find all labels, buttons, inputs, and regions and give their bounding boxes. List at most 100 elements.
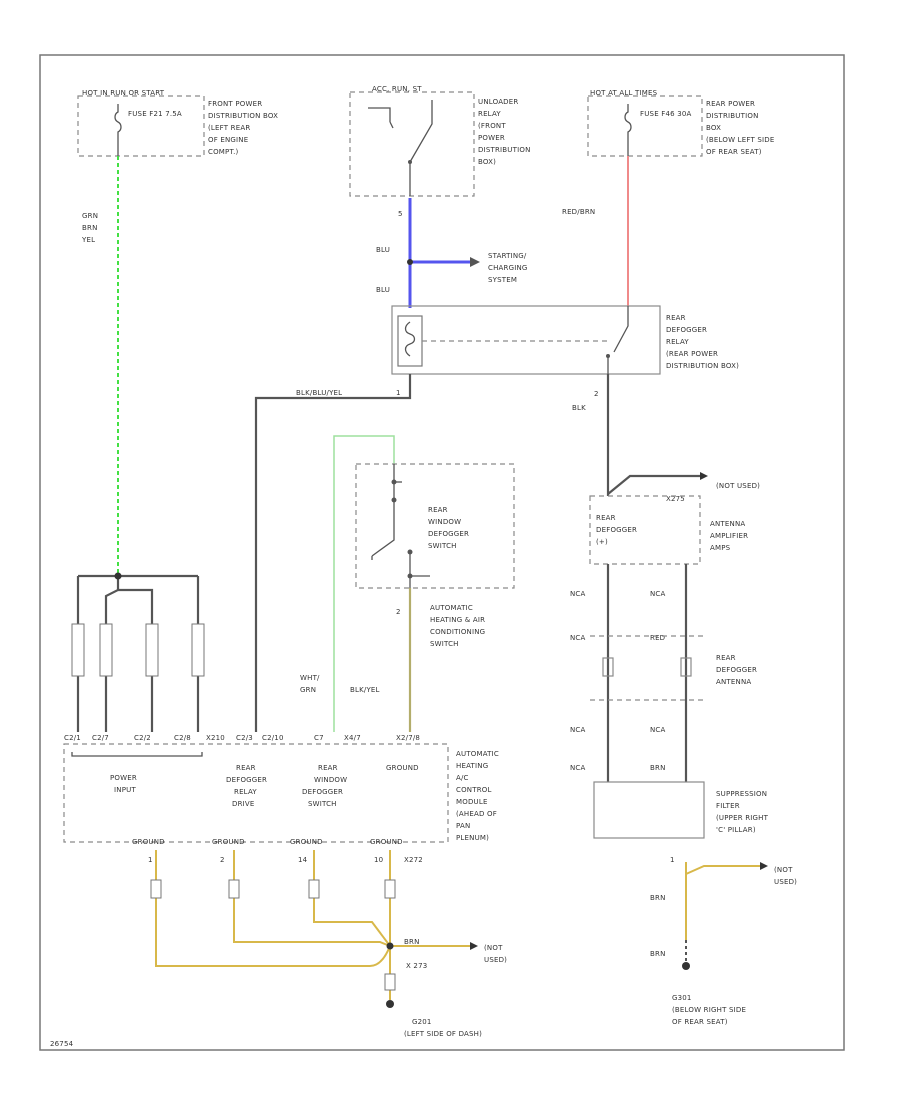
not-used-2-0: (NOT bbox=[484, 944, 503, 952]
nca-6: NCA bbox=[570, 764, 586, 772]
module-name-6: PAN bbox=[456, 822, 470, 830]
ground-wires bbox=[155, 850, 470, 1000]
auto-heating-2: CONDITIONING bbox=[430, 628, 485, 636]
brn-2: BRN bbox=[650, 894, 666, 902]
wire-red-brn: RED/BRN bbox=[562, 208, 595, 216]
auto-heating-1: HEATING & AIR bbox=[430, 616, 485, 624]
rear-relay-0: REAR bbox=[666, 314, 686, 322]
blk-blu-yel-wire bbox=[254, 374, 412, 732]
brn-not-used-branch bbox=[685, 865, 760, 875]
acc-relay-loc-2: (FRONT bbox=[478, 122, 506, 130]
pin-label-2: C2/2 bbox=[134, 734, 151, 742]
grounds-3: GROUND bbox=[370, 838, 403, 846]
module-relay-drive-0: REAR bbox=[236, 764, 256, 772]
nca-5: NCA bbox=[650, 726, 666, 734]
wire-blk: BLK bbox=[572, 404, 586, 412]
suppression-3: 'C' PILLAR) bbox=[716, 826, 756, 834]
antenna-resistor-right bbox=[680, 657, 692, 677]
wire-blu-1: BLU bbox=[376, 246, 390, 254]
fuse1-loc-1: DISTRIBUTION BOX bbox=[208, 112, 278, 120]
not-used-arrow-1 bbox=[700, 472, 708, 480]
pin-label-8: X4/7 bbox=[344, 734, 361, 742]
module-name-3: CONTROL bbox=[456, 786, 492, 794]
rear-defogger-antenna-2: ANTENNA bbox=[716, 678, 751, 686]
wht-grn-wire bbox=[333, 435, 395, 732]
pin-label-6: C2/10 bbox=[262, 734, 284, 742]
not-used-1: (NOT USED) bbox=[716, 482, 760, 490]
module-window-switch-1: WINDOW bbox=[314, 776, 347, 784]
module-relay-drive-3: DRIVE bbox=[232, 800, 255, 808]
grounds-2: GROUND bbox=[290, 838, 323, 846]
g201: G201 bbox=[412, 1018, 432, 1026]
wire-relay-pin-1: 1 bbox=[396, 389, 401, 397]
fuse1-loc-2: (LEFT REAR bbox=[208, 124, 250, 132]
g301: G301 bbox=[672, 994, 692, 1002]
not-used-3-0: (NOT bbox=[774, 866, 793, 874]
diagram-frame bbox=[39, 54, 845, 1051]
starting-arrow bbox=[470, 257, 480, 267]
not-used-arrow-2 bbox=[470, 942, 478, 950]
nca-2: NCA bbox=[650, 590, 666, 598]
x272: X272 bbox=[404, 856, 423, 864]
ground-pin-3: 10 bbox=[374, 856, 383, 864]
wire-blu-2: BLU bbox=[376, 286, 390, 294]
power-input-bus bbox=[76, 572, 200, 732]
power-input-bracket bbox=[71, 752, 203, 757]
rear-defogger-antenna-1: DEFOGGER bbox=[716, 666, 757, 674]
wire-blu-pin: 5 bbox=[398, 210, 403, 218]
module-window-switch-3: SWITCH bbox=[308, 800, 337, 808]
not-used-branch bbox=[607, 474, 700, 495]
module-name-4: MODULE bbox=[456, 798, 488, 806]
acc-relay-loc-0: UNLOADER bbox=[478, 98, 518, 106]
wire-grn: GRN bbox=[82, 212, 98, 220]
diagram-id: 26754 bbox=[50, 1040, 74, 1048]
fuse-f46-box bbox=[587, 95, 703, 157]
fuse2-loc-2: BOX bbox=[706, 124, 721, 132]
antenna-amp-2: AMPS bbox=[710, 544, 731, 552]
not-used-2-1: USED) bbox=[484, 956, 507, 964]
module-name-7: PLENUM) bbox=[456, 834, 489, 842]
fuse1-title: HOT IN RUN OR START bbox=[82, 89, 165, 97]
starting-1: CHARGING bbox=[488, 264, 528, 272]
acc-relay-title: ACC, RUN, ST bbox=[372, 85, 422, 93]
fuse2-loc-3: (BELOW LEFT SIDE bbox=[706, 136, 775, 144]
acc-relay-loc-5: BOX) bbox=[478, 158, 496, 166]
wht-grn-1: GRN bbox=[300, 686, 316, 694]
brn-splice: BRN bbox=[404, 938, 420, 946]
fuse1-loc-3: OF ENGINE bbox=[208, 136, 248, 144]
fuse2-loc-1: DISTRIBUTION bbox=[706, 112, 759, 120]
pin-label-9: X2/7/8 bbox=[396, 734, 420, 742]
pin-label-1: C2/7 bbox=[92, 734, 109, 742]
fuse2-loc-4: OF REAR SEAT) bbox=[706, 148, 762, 156]
starting-2: SYSTEM bbox=[488, 276, 517, 284]
antenna-amplifier-box bbox=[589, 495, 701, 565]
rear-window-switch-3: SWITCH bbox=[428, 542, 457, 550]
ground-splice bbox=[386, 942, 394, 950]
suppression-0: SUPPRESSION bbox=[716, 790, 767, 798]
pin-label-4: X210 bbox=[206, 734, 225, 742]
not-used-3-1: USED) bbox=[774, 878, 797, 886]
fuse-f21-box bbox=[77, 95, 205, 157]
x275: X275 bbox=[666, 495, 685, 503]
defogger-conn-0: REAR bbox=[596, 514, 616, 522]
module-relay-drive-1: DEFOGGER bbox=[226, 776, 267, 784]
rear-relay-3: (REAR POWER bbox=[666, 350, 718, 358]
ground-pin-1: 2 bbox=[220, 856, 225, 864]
suppression-filter-box bbox=[593, 781, 705, 839]
rear-window-defogger-switch-box bbox=[355, 463, 515, 589]
antenna-resistor-left bbox=[602, 657, 614, 677]
grounds-0: GROUND bbox=[132, 838, 165, 846]
auto-heating-3: SWITCH bbox=[430, 640, 459, 648]
starting-0: STARTING/ bbox=[488, 252, 527, 260]
wire-blk-blu-yel: BLK/BLU/YEL bbox=[296, 389, 342, 397]
unloader-relay-box bbox=[349, 91, 475, 197]
module-name-5: (AHEAD OF bbox=[456, 810, 497, 818]
fuse2-title: HOT AT ALL TIMES bbox=[590, 89, 658, 97]
unloader-relay-switch bbox=[368, 100, 433, 196]
ground-wire-resistors bbox=[150, 879, 396, 991]
fuse-f46-symbol bbox=[624, 104, 632, 156]
wire-blk-yel: BLK/YEL bbox=[350, 686, 380, 694]
acc-relay-loc-4: DISTRIBUTION bbox=[478, 146, 531, 154]
fuse-f21-symbol bbox=[114, 104, 122, 156]
acc-relay-loc-3: POWER bbox=[478, 134, 505, 142]
